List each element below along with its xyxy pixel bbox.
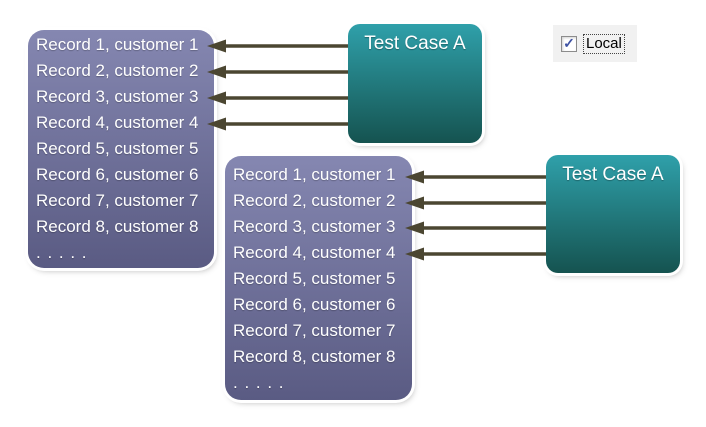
ellipsis-row: . . . . . xyxy=(36,243,88,262)
arrow xyxy=(405,247,546,261)
arrow xyxy=(207,91,348,105)
local-checkbox-label[interactable]: Local xyxy=(583,33,625,54)
record-row: Record 8, customer 8 xyxy=(233,347,396,366)
record-row: Record 4, customer 4 xyxy=(36,113,199,132)
record-row: Record 5, customer 5 xyxy=(233,269,396,288)
test-case-label: Test Case A xyxy=(562,164,664,185)
record-row: Record 1, customer 1 xyxy=(36,35,199,54)
record-row: Record 2, customer 2 xyxy=(36,61,199,80)
record-row: Record 7, customer 7 xyxy=(233,321,396,340)
record-row: Record 4, customer 4 xyxy=(233,243,396,262)
arrow-group-right xyxy=(405,170,546,261)
record-list-left: Record 1, customer 1 Record 2, customer … xyxy=(28,30,214,268)
test-case-box-top: Test Case A xyxy=(348,24,482,143)
arrow xyxy=(405,196,546,210)
record-row: Record 1, customer 1 xyxy=(233,165,396,184)
record-row: Record 6, customer 6 xyxy=(233,295,396,314)
record-row: Record 2, customer 2 xyxy=(233,191,396,210)
arrow xyxy=(405,221,546,235)
record-list-center: Record 1, customer 1 Record 2, customer … xyxy=(225,156,412,400)
record-row: Record 7, customer 7 xyxy=(36,191,199,210)
record-row: Record 3, customer 3 xyxy=(36,87,199,106)
test-case-label: Test Case A xyxy=(364,33,466,54)
local-checkbox[interactable]: ✓ xyxy=(561,34,577,52)
record-row: Record 6, customer 6 xyxy=(36,165,199,184)
arrow xyxy=(405,170,546,184)
test-case-box-right: Test Case A xyxy=(546,155,680,273)
record-row: Record 5, customer 5 xyxy=(36,139,199,158)
checkmark-icon: ✓ xyxy=(563,34,575,51)
record-row: Record 3, customer 3 xyxy=(233,217,396,236)
local-checkbox-group: ✓ Local xyxy=(553,25,637,62)
arrow xyxy=(207,117,348,131)
arrow xyxy=(207,39,348,53)
record-row: Record 8, customer 8 xyxy=(36,217,199,236)
arrow-group-top xyxy=(207,39,348,131)
ellipsis-row: . . . . . xyxy=(233,373,285,392)
arrow xyxy=(207,65,348,79)
